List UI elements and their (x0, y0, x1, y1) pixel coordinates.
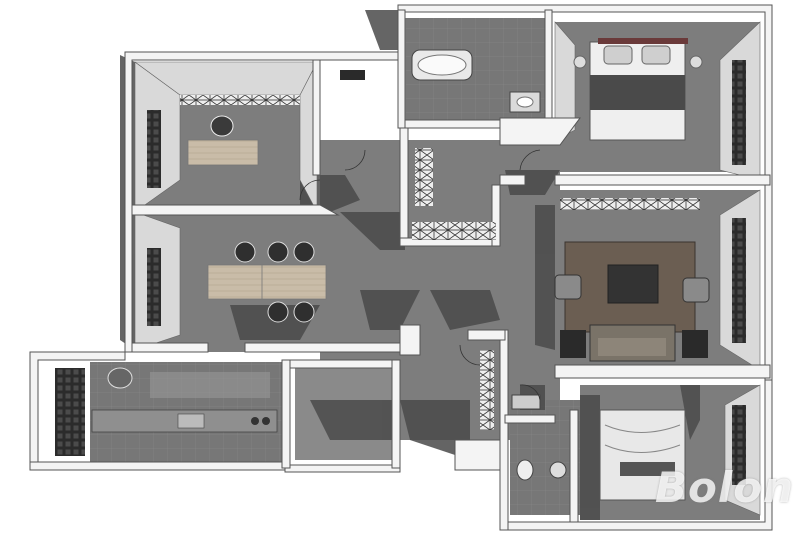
window-living (732, 218, 746, 343)
armchair-right (682, 277, 710, 303)
dining-furniture (207, 241, 327, 323)
armchair-left (554, 274, 582, 300)
kitchen-furniture (91, 367, 278, 433)
living-furniture (554, 241, 710, 362)
second-bath-fixtures (511, 394, 567, 481)
dining-table (207, 264, 327, 300)
master-bath-fixtures (340, 49, 541, 113)
kitchen-island (150, 372, 270, 398)
study-furniture (187, 115, 259, 166)
window-bedroom2 (732, 405, 746, 485)
wall-tops (29, 4, 773, 531)
window-master (732, 60, 746, 165)
window-kitchen (55, 368, 85, 456)
toilet (516, 459, 534, 481)
railings (180, 95, 700, 430)
door-swings (299, 149, 541, 401)
window-dining (147, 248, 161, 326)
study-desk (187, 139, 259, 166)
watermark-logo: Bolon (654, 463, 794, 512)
windows (55, 60, 746, 485)
study-chair (210, 115, 234, 137)
coffee-table (607, 264, 659, 304)
window-study (147, 110, 161, 188)
second-bed (599, 409, 686, 501)
master-bed (573, 38, 703, 141)
